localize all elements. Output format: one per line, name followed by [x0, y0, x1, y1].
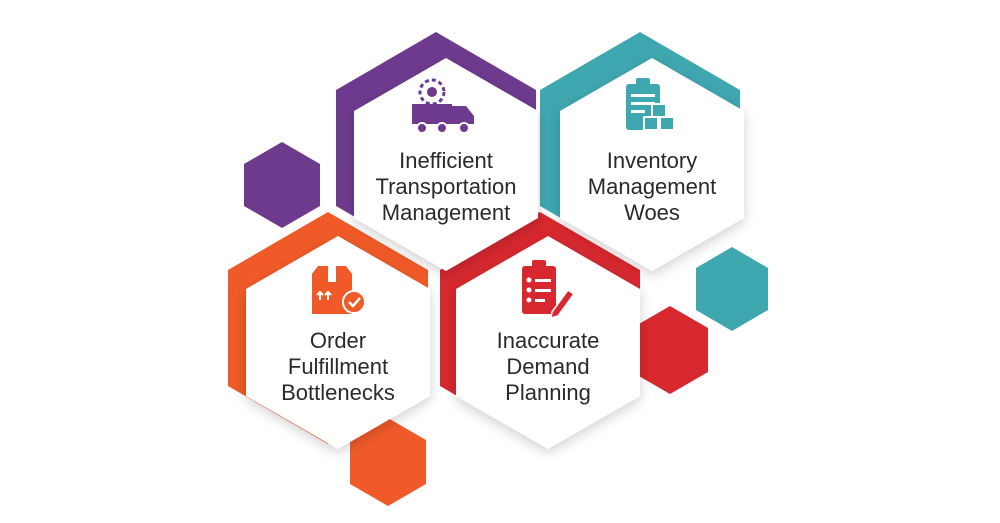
delivery-truck-gear-icon	[412, 78, 474, 134]
demand-label-line-1: Inaccurate	[496, 328, 600, 353]
demand-label-line-2: Demand	[506, 354, 590, 379]
inventory-label: Inventory Management Woes	[557, 148, 747, 226]
fulfillment-label-line-1: Order	[309, 328, 367, 353]
clipboard-boxes-icon	[626, 78, 675, 131]
transportation-label: Inefficient Transportation Management	[351, 148, 541, 226]
inventory-label-line-1: Inventory	[606, 148, 698, 173]
clipboard-pencil-icon	[522, 260, 576, 320]
inventory-label-line-3: Woes	[624, 200, 680, 225]
inventory-card	[560, 58, 744, 271]
fulfillment-label-line-2: Fulfillment	[287, 354, 389, 379]
fulfillment-card	[246, 236, 430, 449]
transportation-label-line-3: Management	[381, 200, 511, 225]
demand-label: Inaccurate Demand Planning	[453, 328, 643, 406]
inventory-label-line-2: Management	[587, 174, 717, 199]
fulfillment-label: Order Fulfillment Bottlenecks	[243, 328, 433, 406]
decorative-purple-hexagon	[244, 142, 320, 228]
package-check-icon	[312, 266, 366, 314]
transportation-label-line-1: Inefficient	[399, 148, 493, 173]
fulfillment-label-line-3: Bottlenecks	[281, 380, 395, 405]
decorative-red-hexagon	[632, 306, 708, 394]
transportation-card	[354, 58, 538, 271]
decorative-teal-hexagon	[696, 247, 768, 331]
transportation-label-line-2: Transportation	[375, 174, 517, 199]
demand-card	[456, 236, 640, 449]
demand-label-line-3: Planning	[505, 380, 591, 405]
decorative-orange-hexagon	[350, 418, 426, 506]
